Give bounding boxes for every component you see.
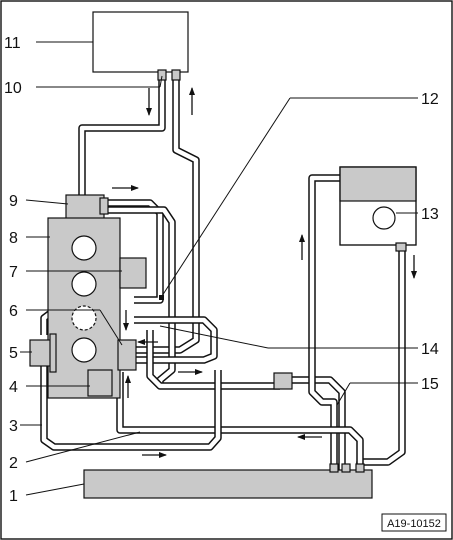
figure-id: A19-10152 <box>381 513 447 532</box>
callout-2: 2 <box>9 455 18 472</box>
leader-lines <box>20 41 418 496</box>
callout-4: 4 <box>9 379 18 396</box>
callout-3: 3 <box>9 418 18 435</box>
callout-11: 11 <box>4 35 21 52</box>
coolant-flange <box>65 194 105 220</box>
callout-12: 12 <box>421 91 439 108</box>
temperature-sensor <box>159 295 164 300</box>
components <box>29 11 417 499</box>
callout-14: 14 <box>421 341 439 358</box>
callout-9: 9 <box>9 193 18 210</box>
callout-5: 5 <box>9 345 18 362</box>
callout-7: 7 <box>9 264 18 281</box>
flow-arrows <box>112 87 417 458</box>
callout-15: 15 <box>421 376 439 393</box>
oil-cooler <box>29 339 53 367</box>
callout-6: 6 <box>9 303 18 320</box>
coolant-pump <box>87 369 113 397</box>
callout-8: 8 <box>9 230 18 247</box>
auxiliary-heater-port <box>372 206 396 230</box>
radiator <box>83 469 373 499</box>
callout-1: 1 <box>9 488 18 505</box>
callout-labels: 11 10 12 9 8 7 6 13 5 4 3 2 1 14 15 <box>4 35 439 505</box>
callout-10: 10 <box>4 80 22 97</box>
hose-tank-return <box>356 248 406 470</box>
thermostat-housing <box>119 257 147 289</box>
callout-13: 13 <box>421 206 439 223</box>
figure-id-label: A19-10152 <box>387 518 441 530</box>
expansion-tank <box>92 11 189 73</box>
hose-connector <box>273 372 293 390</box>
hose-reservoir-to-flange <box>78 78 166 200</box>
hoses <box>40 78 406 470</box>
coolant-pump-connection <box>117 339 137 371</box>
